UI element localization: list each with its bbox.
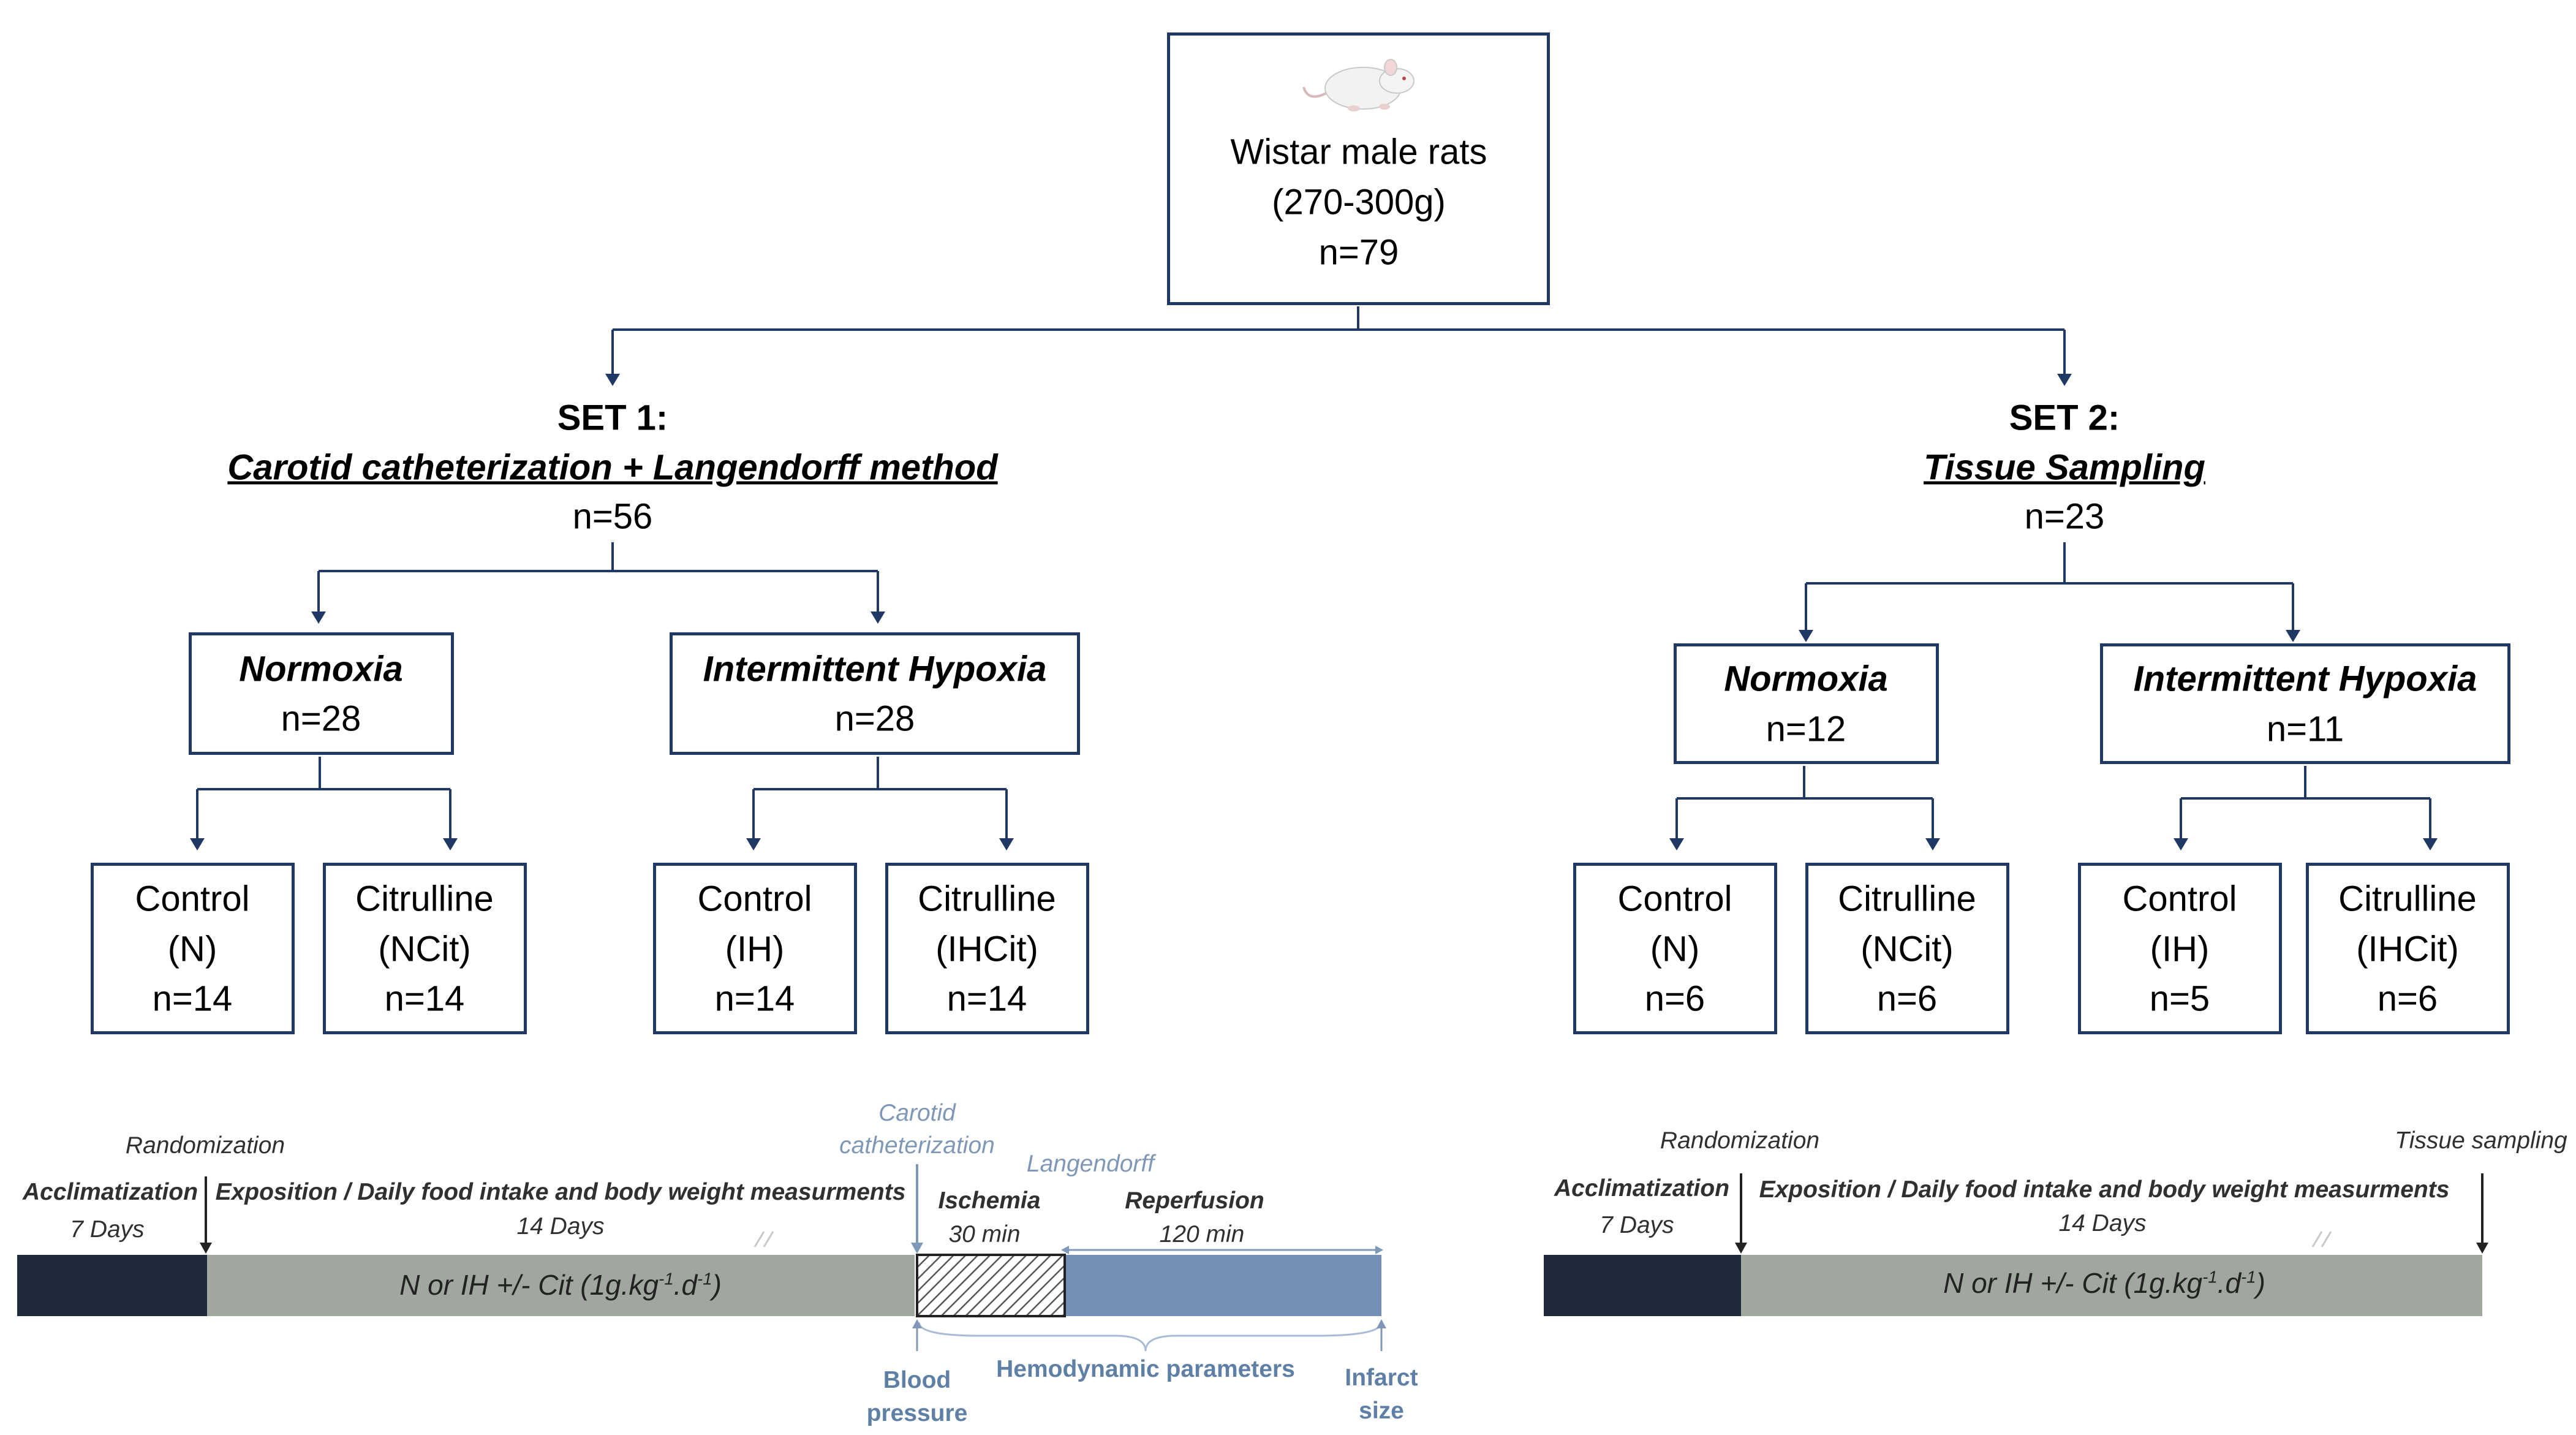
- set1-group-label: Control: [697, 879, 812, 919]
- set2-hypoxia-box: [2100, 643, 2510, 764]
- set1-group-label: Control: [135, 879, 250, 919]
- set1-group-n: n=14: [152, 979, 233, 1019]
- t1-bar-label: N or IH +/- Cit (1g.kg-1.d-1): [399, 1269, 722, 1301]
- t1-ischemia-bar: [916, 1254, 1066, 1317]
- t1-acclimatization: Acclimatization: [22, 1179, 198, 1205]
- set1-hypoxia-n: n=28: [834, 699, 915, 739]
- set2-normoxia-box: [1674, 643, 1939, 764]
- top-box-n: n=79: [1318, 232, 1399, 273]
- set2-hypoxia-label: Intermittent Hypoxia: [2133, 659, 2477, 699]
- set1-group-n: n=14: [384, 979, 465, 1019]
- t1-reperfusion-bar: [1066, 1255, 1381, 1316]
- t1-infarct-line2: size: [1359, 1398, 1404, 1424]
- set2-group-code: (IH): [2150, 929, 2210, 969]
- t1-hemodynamic: Hemodynamic parameters: [996, 1356, 1295, 1382]
- t1-reperfusion-time: 120 min: [1159, 1221, 1245, 1248]
- set2-group-n: n=5: [2149, 979, 2210, 1019]
- set1-normoxia-n: n=28: [281, 699, 361, 739]
- set1-n: n=56: [572, 496, 653, 537]
- t1-infarct-line1: Infarct: [1345, 1365, 1418, 1391]
- t2-expo-days: 14 Days: [2058, 1210, 2147, 1236]
- set2-group-n: n=6: [2377, 979, 2438, 1019]
- t1-reperfusion: Reperfusion: [1125, 1187, 1264, 1214]
- set1-group-code: (IH): [725, 929, 785, 969]
- set2-group-box: [2306, 863, 2510, 1034]
- t1-blood-line2: pressure: [866, 1400, 968, 1426]
- set2-group-label: Control: [1617, 879, 1732, 919]
- set1-group-code: (IHCit): [935, 929, 1038, 969]
- set1-title: SET 1:: [557, 398, 668, 438]
- connector-set2-normoxia: [1675, 766, 1934, 839]
- set2-group-code: (N): [1650, 929, 1700, 969]
- t1-carotid-line2: catheterization: [839, 1132, 995, 1159]
- t1-ischemia-time: 30 min: [948, 1221, 1021, 1248]
- set1-group-code: (N): [167, 929, 217, 969]
- set1-group-code: (NCit): [378, 929, 471, 969]
- set1-group-box: [323, 863, 527, 1034]
- set2-normoxia-label: Normoxia: [1724, 659, 1888, 699]
- connector-set1: [317, 542, 879, 613]
- set2-group-box: [1573, 863, 1777, 1034]
- connector-set2: [1805, 542, 2293, 631]
- t1-langendorff: Langendorff: [1026, 1151, 1155, 1177]
- set1-group-box: [885, 863, 1089, 1034]
- t2-tissue-sampling: Tissue sampling: [2395, 1127, 2567, 1154]
- t1-exposition: Exposition / Daily food intake and body …: [215, 1179, 906, 1205]
- connector-set1-normoxia: [196, 757, 451, 839]
- connector-set1-hypoxia: [752, 757, 1008, 839]
- t1-acclim-days: 7 Days: [70, 1216, 145, 1243]
- set2-title: SET 2:: [2009, 398, 2120, 438]
- set1-group-label: Citrulline: [355, 879, 494, 919]
- t2-acclim-bar: [1544, 1255, 1741, 1316]
- set2-group-n: n=6: [1876, 979, 1938, 1019]
- set1-group-label: Citrulline: [918, 879, 1056, 919]
- set2-group-label: Citrulline: [2338, 879, 2477, 919]
- set1-hypoxia-box: [670, 632, 1080, 755]
- t2-expo-bar: [1741, 1255, 2482, 1316]
- top-box-weight: (270-300g): [1272, 182, 1446, 222]
- connector-top: [611, 306, 2066, 375]
- set2-subtitle: Tissue Sampling: [1924, 447, 2205, 488]
- set1-group-n: n=14: [946, 979, 1027, 1019]
- connector-set2-hypoxia: [2180, 766, 2431, 839]
- set1-normoxia-label: Normoxia: [239, 649, 403, 689]
- t1-expo-days: 14 Days: [516, 1213, 605, 1240]
- set2-group-code: (NCit): [1860, 929, 1954, 969]
- t1-acclim-bar: [17, 1255, 207, 1316]
- set2-n: n=23: [2024, 496, 2105, 537]
- t2-bar-label: N or IH +/- Cit (1g.kg-1.d-1): [1943, 1267, 2265, 1299]
- set1-hypoxia-label: Intermittent Hypoxia: [703, 649, 1047, 689]
- t2-randomization: Randomization: [1660, 1127, 1820, 1154]
- set2-group-box: [2078, 863, 2282, 1034]
- t1-carotid-line1: Carotid: [878, 1100, 956, 1126]
- t2-acclimatization: Acclimatization: [1554, 1175, 1730, 1202]
- set2-group-code: (IHCit): [2356, 929, 2459, 969]
- t1-blood-line1: Blood: [883, 1367, 951, 1393]
- set1-normoxia-box: [189, 632, 454, 755]
- set1-group-box: [91, 863, 295, 1034]
- set2-group-label: Control: [2122, 879, 2237, 919]
- set2-normoxia-n: n=12: [1766, 709, 1846, 749]
- set2-group-box: [1805, 863, 2009, 1034]
- t2-acclim-days: 7 Days: [1600, 1212, 1674, 1238]
- set1-group-box: [653, 863, 857, 1034]
- t1-ischemia: Ischemia: [938, 1187, 1041, 1214]
- top-box-title: Wistar male rats: [1230, 132, 1487, 172]
- set1-subtitle: Carotid catheterization + Langendorff me…: [227, 447, 998, 488]
- set2-group-label: Citrulline: [1838, 879, 1976, 919]
- t1-expo-bar: [207, 1255, 915, 1316]
- set1-group-n: n=14: [714, 979, 795, 1019]
- rat-icon: [1302, 59, 1415, 112]
- set2-group-n: n=6: [1644, 979, 1705, 1019]
- t1-randomization: Randomization: [125, 1132, 285, 1159]
- set2-hypoxia-n: n=11: [2266, 709, 2344, 749]
- t2-exposition: Exposition / Daily food intake and body …: [1759, 1176, 2450, 1203]
